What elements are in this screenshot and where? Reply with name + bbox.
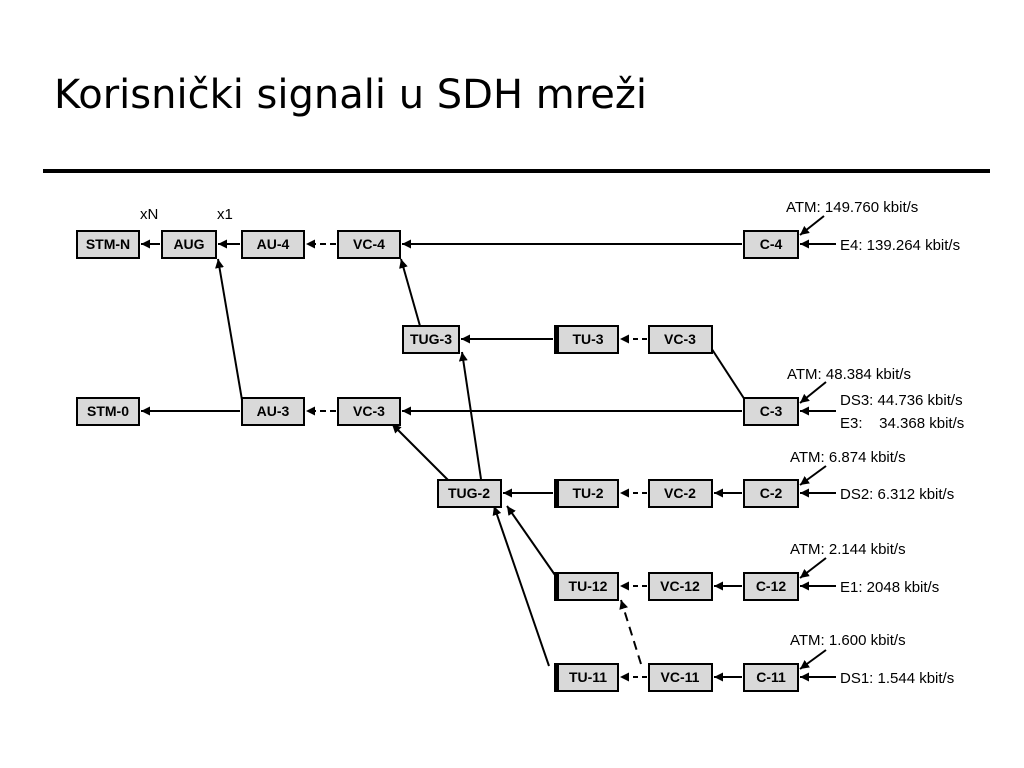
box-label-tu12: TU-12 bbox=[569, 578, 608, 594]
box-au4: AU-4 bbox=[241, 230, 305, 259]
box-vc11: VC-11 bbox=[648, 663, 713, 692]
box-label-vc2: VC-2 bbox=[664, 485, 696, 501]
rate-c2-ds2: DS2: 6.312 kbit/s bbox=[840, 486, 954, 503]
box-vc2: VC-2 bbox=[648, 479, 713, 508]
box-label-c4: C-4 bbox=[760, 236, 783, 252]
box-vc4: VC-4 bbox=[337, 230, 401, 259]
box-au3: AU-3 bbox=[241, 397, 305, 426]
box-vc12: VC-12 bbox=[648, 572, 713, 601]
arrow-atm-to-c12 bbox=[799, 557, 827, 579]
box-stm-n: STM-N bbox=[76, 230, 140, 259]
box-label-vc3-lower: VC-3 bbox=[353, 403, 385, 419]
box-tu3: TU-3 bbox=[554, 325, 619, 354]
arrow-tu12-to-tug2 bbox=[506, 505, 556, 576]
box-tug3: TUG-3 bbox=[402, 325, 460, 354]
box-tug2: TUG-2 bbox=[437, 479, 502, 508]
rate-c3-e3: E3: 34.368 kbit/s bbox=[840, 415, 964, 432]
arrow-tug3-to-vc4 bbox=[399, 258, 421, 327]
box-vc3-lower: VC-3 bbox=[337, 397, 401, 426]
box-label-c12: C-12 bbox=[756, 578, 787, 594]
box-c11: C-11 bbox=[743, 663, 799, 692]
rate-c4-e4: E4: 139.264 kbit/s bbox=[840, 237, 960, 254]
multiplier-x1: x1 bbox=[217, 206, 233, 223]
box-label-tu3: TU-3 bbox=[572, 331, 603, 347]
box-c3: C-3 bbox=[743, 397, 799, 426]
rate-c11-atm: ATM: 1.600 kbit/s bbox=[790, 632, 906, 649]
box-label-vc4: VC-4 bbox=[353, 236, 385, 252]
box-label-tu11: TU-11 bbox=[569, 669, 607, 685]
box-label-aug: AUG bbox=[173, 236, 204, 252]
arrow-atm-to-c11 bbox=[799, 649, 827, 670]
box-c2: C-2 bbox=[743, 479, 799, 508]
box-stm-0: STM-0 bbox=[76, 397, 140, 426]
box-label-au4: AU-4 bbox=[257, 236, 290, 252]
box-tu11: TU-11 bbox=[554, 663, 619, 692]
box-label-tu2: TU-2 bbox=[572, 485, 603, 501]
box-tu2: TU-2 bbox=[554, 479, 619, 508]
arrow-atm-to-c2 bbox=[799, 465, 827, 486]
box-label-vc3-upper: VC-3 bbox=[664, 331, 696, 347]
arrow-atm-to-c4 bbox=[799, 215, 825, 236]
arrow-vc11-to-tu12 bbox=[619, 599, 642, 665]
arrow-tu11-to-tug2 bbox=[492, 505, 550, 667]
box-c12: C-12 bbox=[743, 572, 799, 601]
box-label-vc12: VC-12 bbox=[660, 578, 700, 594]
multiplier-xn: xN bbox=[140, 206, 158, 223]
boxes: STM-N AUG AU-4 VC-4 C-4 TUG-3 TU-3 bbox=[76, 230, 799, 692]
rate-c11-ds1: DS1: 1.544 kbit/s bbox=[840, 670, 954, 687]
box-tu12: TU-12 bbox=[554, 572, 619, 601]
rate-c3-atm: ATM: 48.384 kbit/s bbox=[787, 366, 911, 383]
box-label-stm-0: STM-0 bbox=[87, 403, 129, 419]
box-label-tug3: TUG-3 bbox=[410, 331, 452, 347]
arrow-tug2-to-tug3 bbox=[458, 351, 482, 480]
box-label-vc11: VC-11 bbox=[661, 669, 700, 685]
box-label-c2: C-2 bbox=[760, 485, 783, 501]
box-label-au3: AU-3 bbox=[257, 403, 290, 419]
title-divider bbox=[43, 169, 990, 173]
box-label-c3: C-3 bbox=[760, 403, 783, 419]
annotations: xN x1 ATM: 149.760 kbit/s E4: 139.264 kb… bbox=[140, 199, 964, 687]
connections bbox=[141, 215, 836, 682]
rate-c4-atm: ATM: 149.760 kbit/s bbox=[786, 199, 918, 216]
rate-c3-ds3: DS3: 44.736 kbit/s bbox=[840, 392, 963, 409]
rate-c12-atm: ATM: 2.144 kbit/s bbox=[790, 541, 906, 558]
rate-c12-e1: E1: 2048 kbit/s bbox=[840, 579, 939, 596]
slide-title: Korisnički signali u SDH mreži bbox=[54, 72, 648, 118]
box-label-c11: C-11 bbox=[756, 669, 786, 685]
box-label-tug2: TUG-2 bbox=[448, 485, 490, 501]
box-label-stm-n: STM-N bbox=[86, 236, 130, 252]
arrow-tug2-to-vc3-lower bbox=[391, 423, 449, 481]
arrow-au3-to-aug bbox=[215, 258, 243, 401]
box-vc3-upper: VC-3 bbox=[648, 325, 713, 354]
rate-c2-atm: ATM: 6.874 kbit/s bbox=[790, 449, 906, 466]
arrow-atm-to-c3 bbox=[799, 381, 827, 404]
box-c4: C-4 bbox=[743, 230, 799, 259]
box-aug: AUG bbox=[161, 230, 217, 259]
